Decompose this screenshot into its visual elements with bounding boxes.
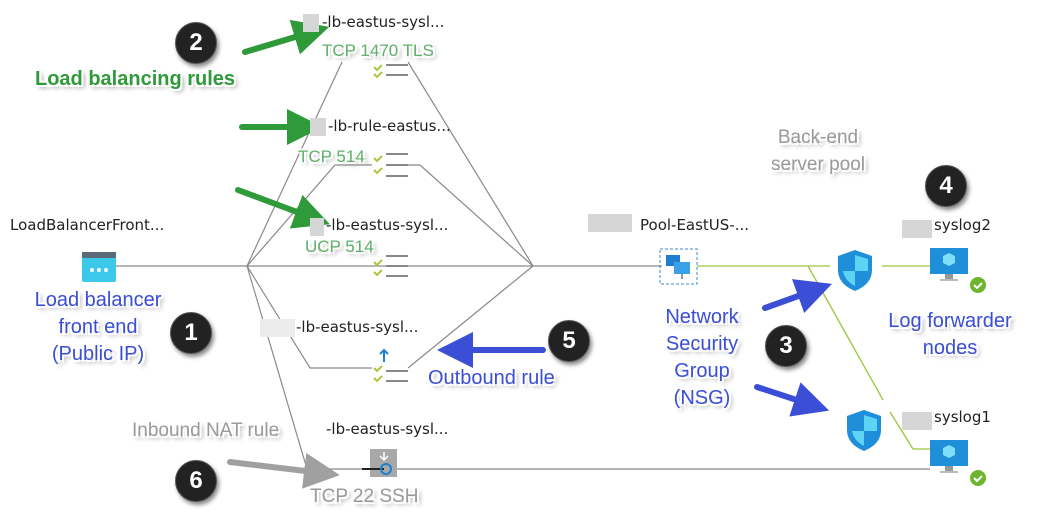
- green-arrow: [235, 187, 330, 229]
- callout-1: 1: [170, 312, 212, 354]
- rule-1-name[interactable]: -lb-eastus-sysl...: [322, 13, 445, 31]
- annotation-line: Back-end: [777, 127, 859, 148]
- nat-rule-name[interactable]: -lb-eastus-sysl...: [326, 420, 449, 438]
- blue-arrow: [754, 382, 830, 417]
- callout-5: 5: [548, 320, 590, 362]
- backend-pool-icon: [659, 248, 698, 285]
- callout-4: 4: [925, 165, 967, 207]
- annotation-line: server pool: [771, 154, 865, 175]
- vm-syslog2-icon: [930, 248, 986, 293]
- annotation-line: (NSG): [673, 387, 731, 409]
- status-ok-icon: [970, 277, 986, 293]
- blue-arrow: [762, 279, 832, 314]
- status-ok-icon: [970, 470, 986, 486]
- rule-3-protocol: UCP 514: [305, 237, 374, 256]
- frontend-name[interactable]: LoadBalancerFront...: [10, 216, 165, 234]
- rule-2-protocol: TCP 514: [298, 147, 365, 166]
- link-rule-1: [246, 61, 343, 267]
- annotation-line: Security: [665, 333, 739, 355]
- rule-2-name[interactable]: -lb-rule-eastus...: [328, 117, 451, 135]
- callout-2: 2: [175, 22, 217, 64]
- redacted-block: [310, 218, 324, 236]
- redacted-block: [902, 220, 932, 238]
- annotation-line: nodes: [922, 337, 978, 359]
- load-balancing-rules-annotation: Load balancing rules: [35, 68, 236, 90]
- annotation-line: Log forwarder: [888, 310, 1012, 332]
- nsg-shield-icon: [847, 410, 881, 451]
- green-arrow: [242, 19, 330, 55]
- outbound-rule-annotation: Outbound rule: [428, 367, 555, 389]
- inbound-nat-annotation: Inbound NAT rule: [132, 420, 280, 441]
- annotation-line: Group: [674, 360, 730, 382]
- redacted-block: [902, 412, 932, 430]
- nsg-shield-icon: [838, 250, 872, 291]
- annotation-line: front end: [58, 316, 138, 338]
- annotation-line: Load balancer: [34, 289, 162, 311]
- vm-syslog1-name[interactable]: syslog1: [934, 408, 991, 426]
- callout-3: 3: [765, 325, 807, 367]
- annotation-line: Network: [665, 306, 739, 328]
- rule-checklist-icons: [373, 64, 408, 383]
- rule-1-protocol: TCP 1470 TLS: [322, 41, 434, 60]
- redacted-block: [588, 214, 632, 232]
- redacted-block: [303, 14, 319, 32]
- link-rule-2: [246, 164, 372, 267]
- vm-syslog2-name[interactable]: syslog2: [934, 216, 991, 234]
- nat-rule-icon: [362, 449, 397, 477]
- redacted-block: [260, 319, 295, 337]
- pool-name[interactable]: Pool-EastUS-...: [640, 216, 750, 234]
- outbound-arrow-icon: [379, 348, 389, 362]
- frontend-annotation: Load balancer front end (Public IP): [35, 287, 162, 368]
- rule-3-name[interactable]: -lb-eastus-sysl...: [326, 216, 449, 234]
- backend-pool-annotation: Back-end server pool: [771, 124, 865, 178]
- nat-rule-protocol: TCP 22 SSH: [310, 486, 419, 507]
- annotation-line: (Public IP): [51, 343, 145, 365]
- outbound-rule-name[interactable]: -lb-eastus-sysl...: [296, 318, 419, 336]
- callout-6: 6: [175, 460, 217, 502]
- link-outbound: [246, 265, 372, 369]
- log-forwarder-annotation: Log forwarder nodes: [888, 308, 1011, 362]
- vm-syslog1-icon: [930, 440, 986, 486]
- load-balancer-frontend-icon: [82, 252, 116, 282]
- gray-arrow: [227, 452, 340, 489]
- redacted-block: [310, 118, 326, 136]
- nsg-annotation: Network Security Group (NSG): [665, 304, 738, 412]
